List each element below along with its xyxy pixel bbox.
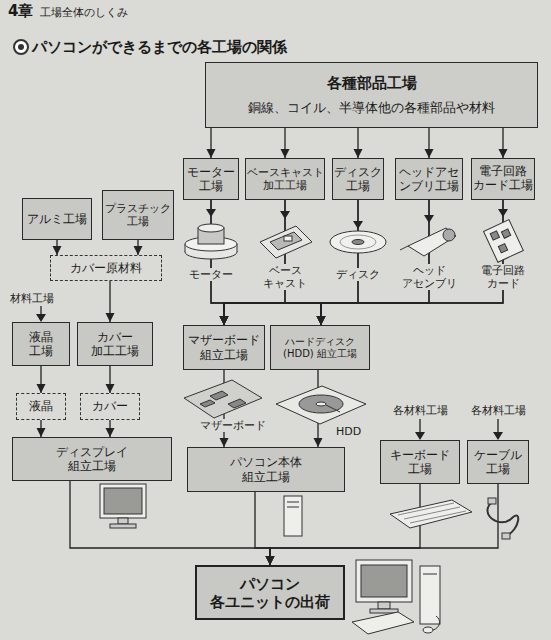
material-box: 液晶 (16, 393, 66, 420)
box-label: パソコン 各ユニットの出荷 (197, 575, 343, 611)
factory-box: アルミ工場 (22, 198, 92, 240)
factory-box: ディスプレイ 組立工場 (12, 437, 172, 481)
factory-box: ハードディスク(HDD) 組立工場 (270, 325, 370, 370)
factory-box: マザーボード 組立工場 (183, 325, 265, 370)
box-label: カバー (92, 399, 128, 413)
hdd-illustration (276, 386, 366, 424)
part-name: ディスク (330, 268, 386, 281)
flow-arrow (40, 420, 41, 437)
flow-arrow (211, 200, 321, 325)
monitor-illustration (100, 484, 146, 528)
shipping-box: パソコン 各ユニットの出荷 (195, 565, 345, 620)
box-label: モーター 工場 (184, 165, 238, 194)
chapter-number: 4章 (8, 2, 42, 20)
box-label: ヘッドアセ ンブリ工場 (396, 165, 462, 194)
box-label: ディスク 工場 (333, 165, 383, 194)
part-name: マザーボード (200, 419, 276, 432)
connector-group (41, 128, 503, 565)
flow-arrow (270, 484, 420, 565)
flow-arrow (224, 200, 429, 325)
running-header: 工場全体のしくみ (40, 6, 170, 19)
disk-illustration (330, 231, 386, 253)
diagram-title: パソコンができるまでの各工場の関係 (32, 38, 287, 56)
factory-box: カバー 加工工場 (77, 322, 153, 366)
box-label: パソコン本体 組立工場 (226, 455, 306, 484)
box-label: プラスチック 工場 (103, 202, 173, 228)
factory-box: ディスク 工場 (332, 158, 384, 200)
flow-arrow (224, 200, 503, 325)
flow-arrow (502, 128, 503, 158)
box-label: カバー原材料 (70, 261, 142, 275)
factory-box: 液晶 工場 (12, 322, 70, 366)
box-label: ハードディスク(HDD) 組立工場 (271, 336, 369, 360)
flow-arrow (224, 200, 358, 325)
flow-arrow (357, 128, 358, 158)
flow-arrow (285, 200, 321, 325)
box-label: ケーブル 工場 (468, 448, 528, 477)
flow-arrow (109, 420, 110, 437)
factory-box: モーター 工場 (183, 158, 239, 200)
tower-illustration (284, 496, 302, 536)
base-cast-illustration (260, 226, 312, 258)
flow-arrow (70, 481, 270, 565)
circuit-card-illustration (484, 220, 524, 263)
flow-arrow (40, 366, 41, 393)
flow-arrow (109, 281, 110, 322)
source-label: 各材料工場 (388, 404, 452, 417)
flow-arrow (210, 128, 211, 158)
flow-arrow (211, 200, 224, 325)
flow-arrow (109, 366, 110, 393)
factory-box: プラスチック 工場 (102, 190, 174, 240)
factory-box: ベースキャスト 加工工場 (245, 158, 325, 200)
factory-box: パソコン本体 組立工場 (187, 447, 345, 492)
flow-arrow (321, 200, 503, 325)
pc-set-illustration (352, 560, 440, 634)
factory-box: ケーブル 工場 (467, 440, 529, 484)
box-label: アルミ工場 (27, 212, 87, 226)
box-body: 銅線、コイル、半導体他の各種部品や材料 (248, 100, 495, 115)
factory-box: キーボード 工場 (380, 440, 460, 484)
part-name: HDD (336, 425, 366, 438)
part-arrow-heads (206, 209, 508, 229)
part-name: モーター (183, 268, 239, 281)
box-label: ディスプレイ 組立工場 (52, 445, 132, 474)
source-label: 材料工場 (10, 292, 62, 305)
factory-box: ヘッドアセ ンブリ工場 (395, 158, 463, 200)
motherboard-illustration (184, 380, 262, 418)
motor-illustration (185, 224, 237, 259)
title-bullet (14, 40, 28, 54)
source-arrows (36, 306, 503, 440)
flow-arrow (321, 200, 429, 325)
flow-arrow (56, 240, 57, 255)
material-box: カバー原材料 (50, 255, 162, 281)
flow-arrow (224, 200, 285, 325)
flow-arrow (428, 128, 429, 158)
head-assembly-illustration (400, 228, 456, 256)
flow-arrow (321, 200, 358, 325)
flow-arrow (255, 492, 270, 565)
box-label: 液晶 (29, 399, 53, 413)
flow-arrow (137, 240, 138, 255)
box-label: ベースキャスト 加工工場 (246, 166, 324, 191)
box-label: 電子回路 カード工場 (472, 165, 534, 193)
box-label: 液晶 工場 (21, 330, 61, 359)
part-name: ベース キャスト (258, 264, 312, 290)
part-name: 電子回路 カード (476, 264, 530, 290)
cable-illustration (487, 498, 518, 539)
material-box: カバー (80, 393, 140, 420)
box-label: 各種部品工場 (327, 75, 417, 92)
box-label: マザーボード 組立工場 (184, 333, 264, 362)
flow-arrow (284, 128, 285, 158)
flow-arrow (270, 484, 498, 565)
part-name: ヘッド アセンブリ (397, 264, 461, 290)
source-label: 各材料工場 (466, 404, 530, 417)
box-label: キーボード 工場 (381, 448, 459, 477)
source-factory-box: 各種部品工場銅線、コイル、半導体他の各種部品や材料 (205, 62, 538, 128)
keyboard-illustration (390, 500, 472, 528)
factory-box: 電子回路 カード工場 (471, 158, 535, 200)
box-label: カバー 加工工場 (78, 330, 152, 359)
